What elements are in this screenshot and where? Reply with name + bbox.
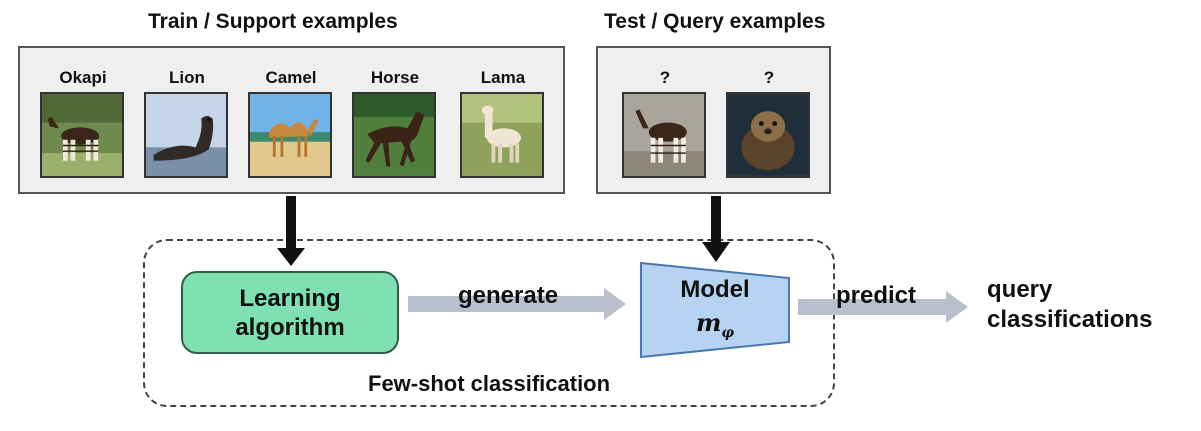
support-label-horse: Horse [370, 68, 420, 87]
model-shape [640, 261, 790, 359]
output-line2: classifications [987, 306, 1153, 333]
learning-algorithm-box: Learning algorithm [181, 271, 399, 354]
generate-label: generate [458, 282, 559, 309]
support-down-arrow [277, 196, 305, 266]
output-line1: query [987, 276, 1053, 303]
support-panel: Okapi Lion Camel Horse Lama [18, 46, 565, 194]
okapi-query-image [622, 92, 706, 178]
horse-image [352, 92, 436, 178]
support-label-lion: Lion [169, 68, 205, 87]
okapi-image [40, 92, 124, 178]
predict-arrow [798, 291, 968, 323]
model-symbol-m: m [695, 308, 722, 337]
query-label-2: ? [763, 68, 775, 87]
support-title: Train / Support examples [148, 10, 398, 33]
query-title: Test / Query examples [604, 10, 826, 33]
frame-label: Few-shot classification [368, 371, 611, 396]
support-label-lama: Lama [480, 68, 526, 87]
model-subscript: φ [721, 324, 735, 341]
model-symbol: mφ [641, 308, 789, 341]
predict-label: predict [836, 282, 917, 309]
generate-arrow [408, 288, 626, 320]
sea-lion-image [144, 92, 228, 178]
otter-image [726, 92, 810, 178]
query-down-arrow [702, 196, 730, 262]
learning-line2: algorithm [235, 313, 345, 341]
few-shot-frame [143, 239, 835, 407]
learning-line1: Learning [239, 284, 341, 312]
llama-image [460, 92, 544, 178]
model-title: Model [680, 276, 750, 303]
support-label-okapi: Okapi [59, 68, 107, 87]
query-label-1: ? [659, 68, 671, 87]
query-panel: ? ? [596, 46, 831, 194]
camel-image [248, 92, 332, 178]
output-label: query classifications [987, 275, 1152, 335]
support-label-camel: Camel [265, 68, 317, 87]
